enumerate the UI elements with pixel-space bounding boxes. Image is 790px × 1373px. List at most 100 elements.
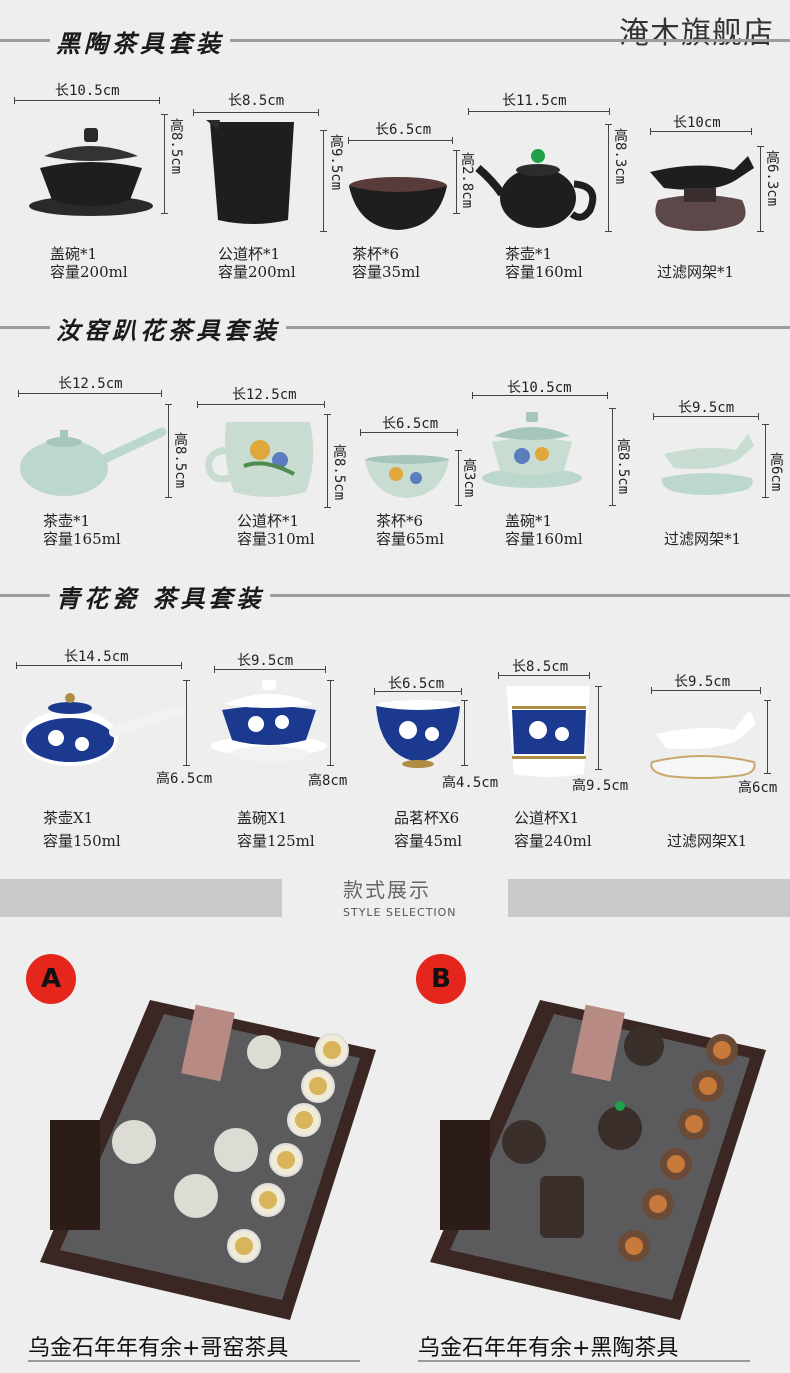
item-name: 茶壶*1 — [43, 512, 91, 530]
height-label: 高8.5cm — [172, 432, 188, 489]
item-name: 过滤网架*1 — [664, 530, 742, 548]
section-divider — [0, 39, 790, 42]
height-label: 高9.5cm — [328, 134, 344, 191]
length-dimension-line — [374, 688, 462, 695]
option-a-badge: A — [26, 954, 76, 1004]
item-name: 茶壶*1 — [505, 245, 553, 263]
length-label: 长14.5cm — [64, 649, 129, 665]
length-label: 长6.5cm — [375, 122, 432, 138]
option-b-badge: B — [416, 954, 466, 1004]
black-gaiwan-icon — [29, 128, 153, 216]
item-name: 茶杯*6 — [376, 512, 424, 530]
length-dimension-line — [468, 108, 610, 115]
celadon-gaiwan-icon — [482, 412, 582, 488]
height-label: 高6.3cm — [764, 150, 780, 207]
height-label: 高3cm — [461, 458, 477, 498]
length-dimension-line — [193, 109, 319, 116]
blue-white-pitcher-icon — [506, 686, 590, 777]
height-label: 高8cm — [308, 773, 348, 789]
black-teapot-icon — [475, 149, 597, 228]
item-capacity: 容量200ml — [50, 263, 128, 281]
length-dimension-line — [197, 401, 325, 408]
height-dimension-line — [595, 686, 602, 770]
height-dimension-line — [327, 680, 334, 766]
length-dimension-line — [651, 687, 761, 694]
item-name: 公道杯*1 — [237, 512, 300, 530]
store-name: 淹木旗舰店 — [619, 16, 774, 51]
height-dimension-line — [324, 414, 331, 508]
height-label: 高2.8cm — [459, 152, 475, 209]
length-dimension-line — [18, 390, 162, 397]
caption-underline — [418, 1360, 750, 1362]
height-label: 高6cm — [768, 452, 784, 492]
item-capacity: 容量45ml — [394, 832, 463, 850]
section-divider — [0, 594, 790, 597]
item-name: 公道杯*1 — [218, 245, 281, 263]
section-title-blue-white: 青花瓷 茶具套装 — [50, 579, 271, 614]
item-name: 茶壶X1 — [43, 809, 94, 827]
blue-white-gaiwan-icon — [211, 680, 327, 762]
height-dimension-line — [183, 680, 190, 766]
length-label: 长8.5cm — [512, 659, 569, 675]
item-capacity: 容量150ml — [43, 832, 121, 850]
celadon-floral-pitcher-icon — [205, 422, 314, 497]
item-name: 品茗杯X6 — [394, 809, 460, 827]
height-dimension-line — [165, 404, 172, 498]
height-label: 高6cm — [738, 780, 778, 796]
section-title-ru-kiln: 汝窑趴花茶具套装 — [50, 311, 286, 346]
item-name: 盖碗*1 — [505, 512, 553, 530]
style-selection-subtitle: STYLE SELECTION — [343, 906, 457, 919]
length-label: 长6.5cm — [388, 676, 445, 692]
length-dimension-line — [214, 666, 326, 673]
item-name: 过滤网架X1 — [667, 832, 748, 850]
height-dimension-line — [455, 450, 462, 506]
style-band-right — [508, 879, 790, 917]
length-label: 长12.5cm — [232, 387, 297, 403]
item-capacity: 容量310ml — [237, 530, 315, 548]
style-selection-title: 款式展示 — [343, 878, 431, 902]
length-label: 长10.5cm — [55, 83, 120, 99]
black-pitcher-icon — [206, 120, 294, 224]
height-dimension-line — [609, 408, 616, 506]
height-dimension-line — [757, 146, 764, 232]
length-dimension-line — [472, 392, 608, 399]
item-capacity: 容量240ml — [514, 832, 592, 850]
height-label: 高8.5cm — [615, 438, 631, 495]
height-dimension-line — [762, 424, 769, 498]
tea-tray-set-b-icon[interactable] — [430, 1000, 766, 1320]
length-label: 长6.5cm — [382, 416, 439, 432]
section-divider — [0, 326, 790, 329]
style-band-left — [0, 879, 282, 917]
celadon-side-teapot-icon — [20, 427, 167, 496]
black-strainer-icon — [650, 156, 754, 231]
length-dimension-line — [348, 137, 453, 144]
item-capacity: 容量160ml — [505, 263, 583, 281]
length-dimension-line — [498, 672, 590, 679]
height-label: 高6.5cm — [156, 771, 213, 787]
item-capacity: 容量125ml — [237, 832, 315, 850]
height-dimension-line — [320, 130, 327, 232]
length-label: 长9.5cm — [674, 674, 731, 690]
celadon-strainer-icon — [661, 434, 754, 495]
tea-tray-set-a-icon[interactable] — [40, 1000, 376, 1320]
height-label: 高8.5cm — [331, 444, 347, 501]
length-label: 长9.5cm — [678, 400, 735, 416]
height-dimension-line — [605, 124, 612, 232]
black-cup-icon — [349, 177, 447, 230]
celadon-cup-icon — [365, 455, 449, 498]
caption-underline — [28, 1360, 360, 1362]
height-label: 高9.5cm — [572, 778, 629, 794]
height-dimension-line — [764, 700, 771, 774]
height-dimension-line — [161, 114, 168, 214]
height-label: 高4.5cm — [442, 775, 499, 791]
option-a-caption: 乌金石年年有余+哥窑茶具 — [28, 1336, 289, 1361]
length-label: 长10.5cm — [507, 380, 572, 396]
item-capacity: 容量35ml — [352, 263, 421, 281]
height-label: 高8.5cm — [168, 118, 184, 175]
length-label: 长12.5cm — [58, 376, 123, 392]
item-name: 茶杯*6 — [352, 245, 400, 263]
item-capacity: 容量200ml — [218, 263, 296, 281]
blue-white-cup-icon — [376, 700, 460, 768]
length-dimension-line — [360, 429, 458, 436]
item-name: 盖碗*1 — [50, 245, 98, 263]
